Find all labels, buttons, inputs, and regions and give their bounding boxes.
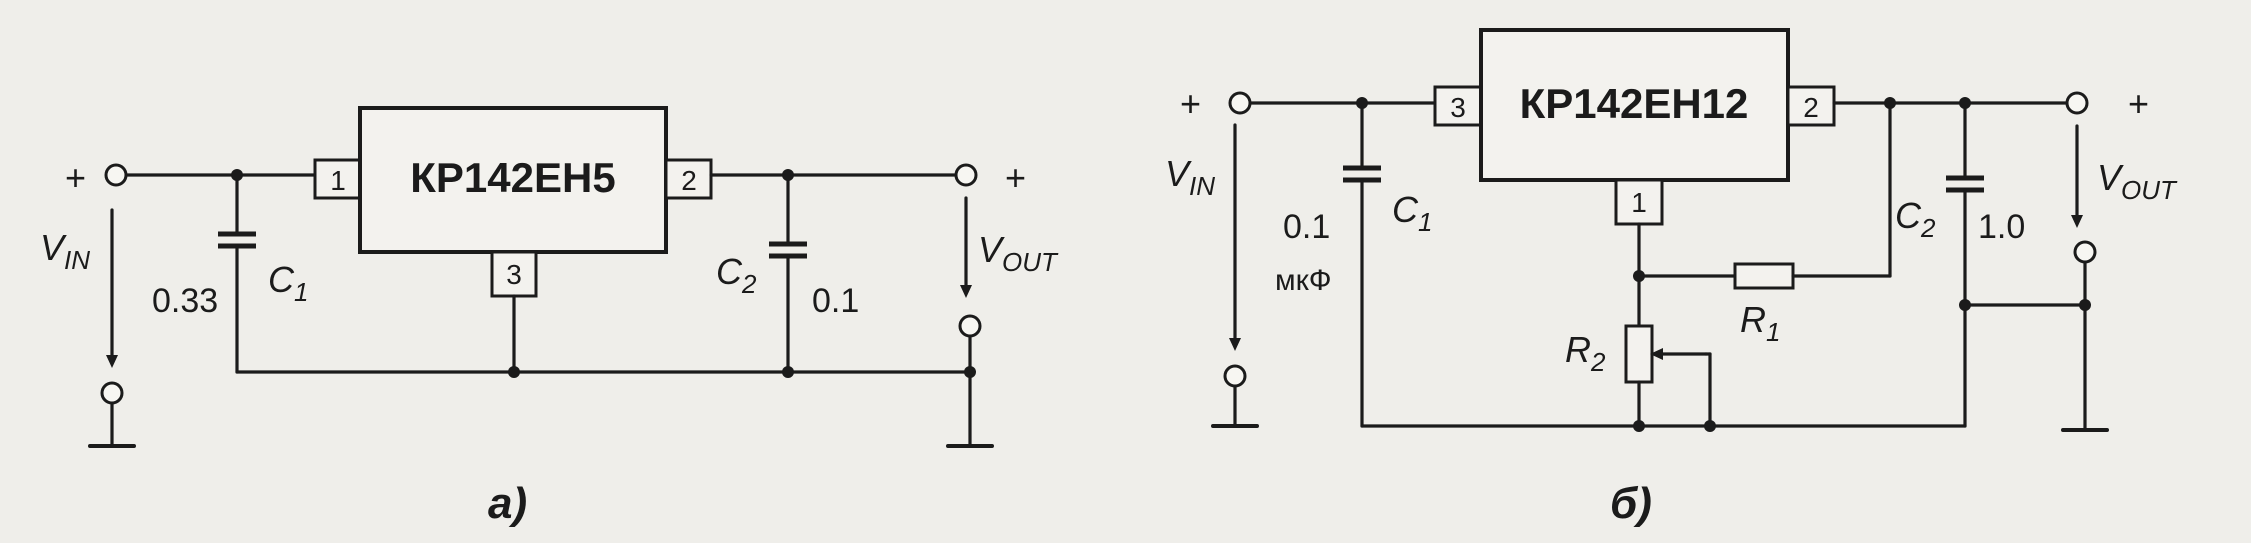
b-plus-in-label: + — [1180, 83, 1201, 124]
circuit-b: 3 КР142ЕН12 2 1 — [1165, 28, 2178, 528]
a-vout-label: VOUT — [978, 229, 1059, 277]
b-junction-c2 — [1959, 97, 1971, 109]
b-vout-ground-terminal — [2073, 240, 2097, 264]
a-junction-c1 — [231, 169, 243, 181]
a-pin-1-label: 1 — [330, 165, 346, 196]
b-plus-out-label: + — [2128, 83, 2149, 124]
b-vout-plus-terminal — [2065, 91, 2089, 115]
b-vin-label: VIN — [1165, 153, 1215, 201]
b-r1-label: R1 — [1740, 299, 1780, 347]
b-pin-2-label: 2 — [1803, 92, 1819, 123]
b-resistor-r1 — [1733, 262, 1795, 290]
a-pin-2-label: 2 — [681, 165, 697, 196]
b-chip-label: КР142ЕН12 — [1520, 80, 1749, 127]
b-pin-3-box — [1433, 85, 1483, 127]
a-c1-label: C1 — [268, 259, 308, 307]
b-pin-1-label: 1 — [1631, 187, 1647, 218]
a-pin-2-box — [664, 158, 713, 200]
b-junction-feedback — [1884, 97, 1896, 109]
b-r2-label: R2 — [1565, 329, 1606, 377]
a-c1-value: 0.33 — [152, 282, 218, 320]
b-pin-3-label: 3 — [1450, 92, 1466, 123]
a-pin-3-label: 3 — [506, 259, 522, 290]
a-junction-pin3 — [508, 366, 520, 378]
a-regulator-chip — [358, 106, 668, 254]
b-caption: б) — [1610, 479, 1652, 528]
a-c2-label: C2 — [716, 251, 757, 299]
a-vout-ground-terminal — [958, 314, 982, 338]
b-resistor-r2 — [1624, 324, 1654, 384]
b-junction-c1 — [1356, 97, 1368, 109]
a-junction-out-ground — [964, 366, 976, 378]
b-vout-label: VOUT — [2097, 157, 2178, 205]
b-junction-adj — [1633, 270, 1645, 282]
a-vout-plus-terminal — [954, 163, 978, 187]
a-vin-plus-terminal — [104, 163, 128, 187]
b-c1-unit: мкФ — [1275, 264, 1332, 297]
b-junction-wiper-ground — [1704, 420, 1716, 432]
b-junction-c2-out — [1959, 299, 1971, 311]
a-chip-label: КР142ЕН5 — [410, 154, 615, 201]
circuit-a: 1 КР142ЕН5 2 3 — [40, 106, 1059, 528]
b-c1-value: 0.1 — [1283, 208, 1330, 246]
a-vin-ground-terminal — [100, 381, 124, 405]
b-vin-ground-terminal — [1223, 364, 1247, 388]
b-junction-r2-ground — [1633, 420, 1645, 432]
a-plus-out-label: + — [1005, 157, 1026, 198]
b-vin-plus-terminal — [1228, 91, 1252, 115]
a-caption: а) — [488, 479, 527, 528]
a-plus-in-label: + — [65, 157, 86, 198]
a-junction-c2 — [782, 169, 794, 181]
b-pin-2-box — [1786, 85, 1836, 127]
b-junction-out-ground — [2079, 299, 2091, 311]
b-c2-value: 1.0 — [1978, 208, 2025, 246]
a-c2-value: 0.1 — [812, 282, 859, 320]
a-junction-c2-ground — [782, 366, 794, 378]
b-c1-label: C1 — [1392, 189, 1432, 237]
a-vin-label: VIN — [40, 227, 90, 275]
b-c2-label: C2 — [1895, 195, 1936, 243]
